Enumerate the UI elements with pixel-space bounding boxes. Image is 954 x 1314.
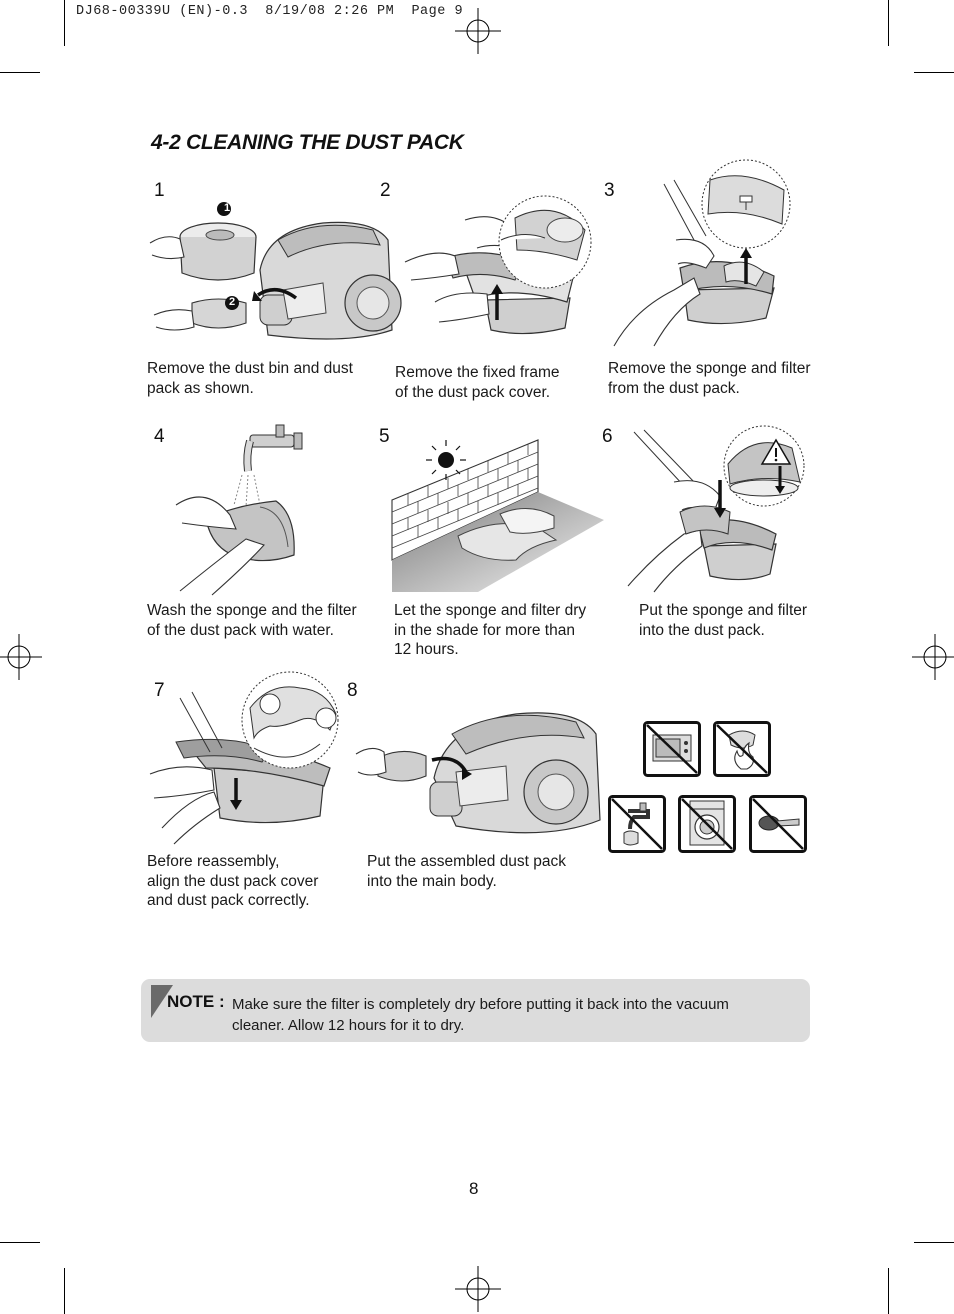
step-4-caption: Wash the sponge and the filter of the du…: [147, 602, 357, 639]
note-text: Make sure the filter is completely dry b…: [232, 994, 752, 1036]
registration-mark-right: [912, 634, 954, 680]
note-label: NOTE :: [167, 992, 225, 1011]
note-text-body: Make sure the filter is completely dry b…: [232, 996, 729, 1034]
step-8-illustration: [355, 712, 601, 834]
step-8-caption: Put the assembled dust pack into the mai…: [367, 853, 567, 890]
step-1-marker-2: 2: [228, 296, 236, 308]
registration-mark-top: [455, 8, 501, 54]
crop-mark: [888, 1268, 889, 1314]
step-3-number: 3: [604, 180, 615, 201]
step-1-illustration: [149, 202, 402, 340]
note-arrow-icon: [151, 985, 173, 1018]
crop-mark: [0, 1242, 40, 1243]
crop-mark: [64, 1268, 65, 1314]
step-3-caption: Remove the sponge and filter from the du…: [608, 360, 811, 397]
step-1-marker-1: 1: [223, 202, 231, 214]
step-2-caption: Remove the fixed frame of the dust pack …: [395, 364, 560, 401]
no-fire-icon: [713, 721, 771, 777]
no-washing-machine-icon: [678, 795, 736, 853]
crop-mark: [0, 72, 40, 73]
step-5-illustration: [391, 439, 604, 592]
step-7-number: 7: [154, 680, 165, 701]
print-slug: DJ68-00339U (EN)-0.3 8/19/08 2:26 PM Pag…: [76, 4, 464, 19]
registration-mark-left: [0, 634, 42, 680]
step-7-illustration: [149, 671, 339, 845]
step-5-caption: Let the sponge and filter dry in the sha…: [394, 602, 587, 658]
no-brush-icon: [749, 795, 807, 853]
registration-mark-bottom: [455, 1266, 501, 1312]
step-1-caption: Remove the dust bin and dust pack as sho…: [147, 360, 353, 397]
crop-mark: [888, 0, 889, 46]
step-1-number: 1: [154, 180, 165, 201]
page-number: 8: [469, 1179, 479, 1198]
step-2-number: 2: [380, 180, 391, 201]
step-4-number: 4: [154, 426, 165, 447]
step-5-number: 5: [379, 426, 390, 447]
step-3-illustration: [613, 159, 791, 347]
no-hot-water-icon: [608, 795, 666, 853]
crop-mark: [914, 1242, 954, 1243]
section-title: 4-2 CLEANING THE DUST PACK: [151, 131, 464, 154]
step-6-caption: Put the sponge and filter into the dust …: [639, 602, 808, 639]
step-6-number: 6: [602, 426, 613, 447]
crop-mark: [64, 0, 65, 46]
crop-mark: [914, 72, 954, 73]
step-6-illustration: [627, 425, 805, 593]
note-box: [141, 979, 810, 1042]
step-7-caption: Before reassembly, align the dust pack c…: [147, 853, 319, 909]
step-4-illustration: [175, 424, 303, 596]
step-2-illustration: [404, 195, 592, 335]
no-microwave-icon: [643, 721, 701, 777]
step-8-number: 8: [347, 680, 358, 701]
